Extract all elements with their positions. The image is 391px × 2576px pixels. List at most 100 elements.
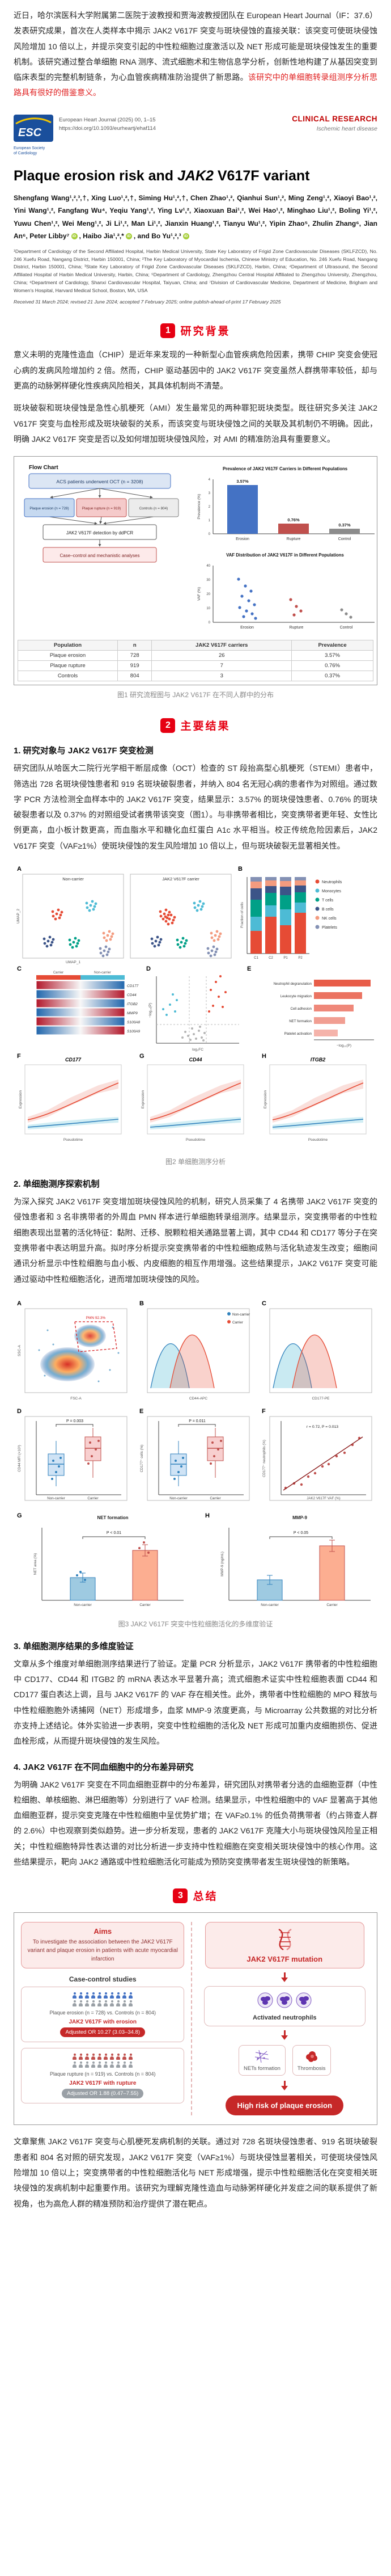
umap1-label: Non-carrier [62,876,84,882]
flow-scatter-dots [38,1326,120,1382]
barh-p-value: P < 0.05 [294,1531,308,1535]
svg-text:CD44: CD44 [127,993,137,997]
figure-3-caption: 图3 JAK2 V617F 突变中性粒细胞活化的多维度验证 [118,1620,273,1628]
section-number-icon: 2 [160,718,176,733]
barg-title: NET formation [97,1515,128,1520]
intro-paragraph: 近日，哈尔滨医科大学附属第二医院于波教授和贾海波教授团队在 European H… [14,8,377,101]
journal-citation-block: European Heart Journal (2025) 00, 1–15 h… [59,115,156,133]
figure-3-image[interactable]: A PMN 92.3% FSC-A SSC-A B Non-carrier Ca… [14,1296,377,1614]
section-badge-results: 2 主要结果 [14,718,377,733]
neutrophil-label: Activated neutrophils [253,2014,317,2022]
svg-text:40: 40 [206,564,210,568]
svg-text:Pseudotime: Pseudotime [186,1138,206,1142]
net-icon [255,2050,269,2063]
vaf-x-labels: Erosion Rupture Control [240,626,353,630]
aims-box: Aims To investigate the association betw… [21,1922,185,1969]
erosion-result-label: JAK2 V617F with erosion [69,2019,137,2026]
panel-letter: F [17,1053,21,1060]
svg-text:3.57%: 3.57% [236,479,249,484]
figure-2-image[interactable]: A Non-carrier JAK2 V617F carrier UMAP_1 … [14,863,377,1152]
dna-icon [278,1929,292,1951]
case-control-heading: Case-control studies [69,1975,137,1984]
figure-1-image[interactable]: Flow Chart ACS patients underwent OCT (n… [14,456,377,686]
rupture-or-chip: Adjusted OR 1.88 (0.47–7.55) [62,2089,144,2099]
svg-text:Cell adhesion: Cell adhesion [291,1007,312,1011]
svg-text:Expression: Expression [19,1090,23,1109]
svg-text:3: 3 [209,492,211,495]
panel-letter: C [262,1300,266,1307]
heat-group2-label: Non-carrier [94,971,111,975]
hist-legend-noncarrier: Non-carrier [232,1313,250,1317]
figure-4-image[interactable]: Aims To investigate the association betw… [14,1912,377,2126]
esc-logo-icon: ESC [14,114,53,142]
neutrophil-icons [257,1992,312,2008]
section-badge-background: 1 研究背景 [14,323,377,338]
boxd-p-value: P = 0.003 [66,1419,83,1423]
svg-text:P2: P2 [298,956,303,960]
figure-4: Aims To investigate the association betw… [14,1912,377,2126]
svg-text:20: 20 [206,593,210,596]
cell-type-legend: Neutrophils Monocytes T cells B cells NK… [315,879,342,930]
arrow-down-icon [281,2030,288,2040]
barh-title: MMP-9 [292,1515,307,1520]
mutation-box: JAK2 V617F mutation [205,1922,364,1969]
esc-logo-subtitle: European Society of Cardiology [14,146,45,155]
subsection-1-title: 1. 研究对象与 JAK2 V617F 突变检测 [14,746,154,756]
svg-text:10: 10 [206,607,210,610]
svg-text:Platelet activation: Platelet activation [284,1032,312,1036]
heat-group1-label: Carrier [53,971,63,975]
vaf-dots-rupture [289,598,303,617]
panel-letter: A [17,866,22,872]
prevalence-y-label: Prevalence (%) [197,494,201,519]
panel-letter: B [238,866,243,872]
svg-text:ITGB2: ITGB2 [127,1002,138,1006]
fig1-box-erosion: Plaque erosion (n = 728) [29,507,69,511]
boxd-y-label: CD44 MFI (×10³) [18,1445,22,1472]
journal-doi: https://doi.org/10.1093/eurheartj/ehaf11… [59,125,156,132]
svg-text:0.37%: 0.37% [338,522,351,528]
outcome-box: High risk of plaque erosion [226,2096,344,2116]
panel-letter: B [139,1300,144,1307]
scatter-x-label: JAK2 V617F VAF (%) [307,1496,340,1500]
subsection-2-text: 为深入探究 JAK2 V617F 突变增加斑块侵蚀风险的机制，研究人员采集了 4… [14,1197,377,1284]
section-title: 研究背景 [180,326,231,338]
mutation-title: JAK2 V617F mutation [246,1955,323,1964]
svg-text:0: 0 [209,533,211,536]
intro-highlight: 该研究中的单细胞转录组测序分析思路具有很好的借鉴意义。 [14,73,378,98]
section-title: 主要结果 [180,720,231,733]
figure-2-graphic: A Non-carrier JAK2 V617F carrier UMAP_1 … [16,866,374,1142]
section-number-icon: 3 [173,1888,188,1903]
panel-letter: E [139,1408,143,1415]
background-paragraph-1: 意义未明的克隆性造血（CHIP）是近年来发现的一种新型心血管疾病危险因素，携带 … [14,350,377,391]
umap2-label: JAK2 V617F carrier [162,876,199,882]
svg-text:Pseudotime: Pseudotime [63,1138,83,1142]
subsection-4-text: 为明确 JAK2 V617F 突变在不同血细胞亚群中的分布差异，研究团队对携带者… [14,1780,377,1867]
volcano-y-label: −log₁₀(P) [148,1003,152,1018]
pathway-labels: Neutrophil degranulation Leukocyte migra… [274,982,312,1036]
svg-text:MMP9: MMP9 [127,1011,138,1015]
vaf-dots-control [340,608,352,619]
received-dates: Received 31 March 2024; revised 21 June … [14,299,281,305]
erosion-study-label: Plaque erosion (n = 728) vs. Controls (n… [49,2010,156,2016]
erosion-study-box: Plaque erosion (n = 728) vs. Controls (n… [21,1987,185,2043]
fig1-vaf-title: VAF Distribution of JAK2 V617F in Differ… [226,553,344,558]
svg-text:Erosion: Erosion [236,537,249,541]
stacked-bar-labels: C1 C2 P1 P2 [254,956,303,960]
histc-x-label: CD177-PE [312,1397,330,1401]
umap-y-label: UMAP_2 [16,909,20,924]
group-label: Carrier [139,1603,150,1607]
subsection-4-title: 4. JAK2 V617F 在不同血细胞中的分布差异研究 [14,1762,194,1772]
svg-text:1: 1 [209,519,211,522]
panel-letter: C [17,966,22,972]
boxe-y-label: CD177⁺ cells (%) [140,1444,144,1472]
svg-text:Expression: Expression [264,1090,267,1109]
svg-text:Rupture: Rupture [287,537,301,541]
flow-y-label: SSC-A [18,1344,22,1356]
line-title: ITGB2 [311,1057,326,1063]
author-list: Shengfang Wang¹,²,³,†, Xing Luo¹,²,†, Si… [14,194,377,240]
volcano-thresholds [156,976,239,1044]
barh-y-label: MMP-9 (ng/mL) [220,1551,224,1576]
